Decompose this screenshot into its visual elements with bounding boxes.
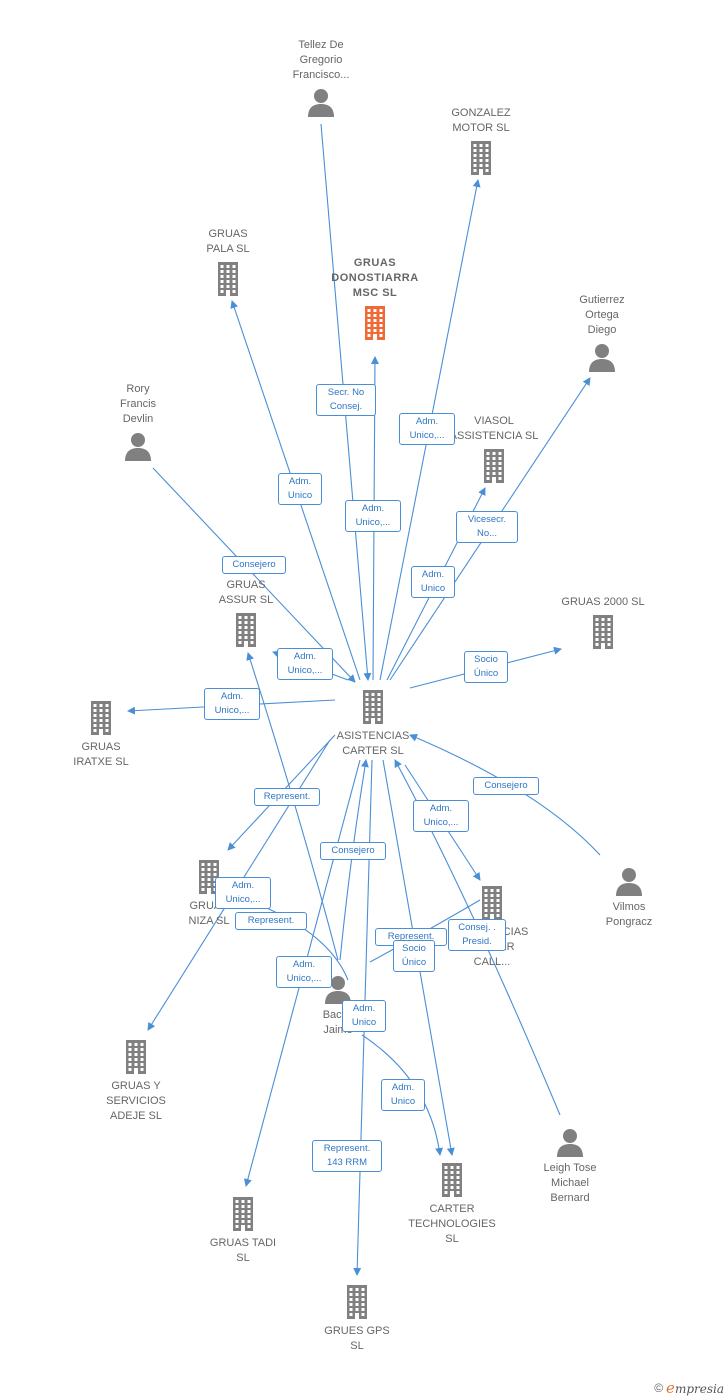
edge-line [152,467,356,683]
building-icon [231,1196,255,1232]
edge-label[interactable]: Adm. Unico [342,1000,386,1032]
building-icon [480,885,504,921]
edge-label[interactable]: Adm. Unico [278,473,322,505]
node-label: GRUAS ASSUR SL [218,579,274,606]
person-icon [123,431,153,461]
edge-line [394,759,561,1116]
node-gruas2000[interactable]: GRUAS 2000 SL [538,595,668,650]
building-icon [216,261,240,297]
edge-label[interactable]: Consej. . Presid. [448,919,506,951]
node-iratxe[interactable]: GRUAS IRATXE SL [36,700,166,770]
edge-label[interactable]: Secr. No Consej. [316,384,376,416]
node-leigh[interactable]: Leigh Tose Michael Bernard [505,1127,635,1206]
node-label: GRUAS 2000 SL [561,596,645,608]
node-label: GRUAS IRATXE SL [73,741,129,768]
node-label: GRUAS DONOSTIARRA MSC SL [331,257,419,299]
edge-label[interactable]: Adm. Unico,... [215,877,271,909]
building-icon [363,305,387,341]
building-icon [234,612,258,648]
building-icon [361,689,385,725]
node-label: Leigh Tose Michael Bernard [543,1162,597,1204]
node-tellez[interactable]: Tellez De Gregorio Francisco... [256,38,386,117]
edge-label[interactable]: Adm. Unico,... [276,956,332,988]
empresia-logo: empresia [666,1379,724,1397]
edge-line [246,652,339,961]
node-label: ASISTENCIAS CARTER SL [336,730,410,757]
person-icon [614,866,644,896]
edge-label[interactable]: Socio Único [464,651,508,683]
node-rory[interactable]: Rory Francis Devlin [73,382,203,461]
node-label: GRUES GPS SL [324,1325,390,1352]
person-icon [587,342,617,372]
edge-label[interactable]: Adm. Unico,... [413,800,469,832]
edge-label[interactable]: Represent. [235,912,307,930]
node-label: CARTER TECHNOLOGIES SL [408,1203,496,1245]
building-icon [591,614,615,650]
person-icon [555,1127,585,1157]
node-label: Tellez De Gregorio Francisco... [292,39,350,81]
edge-label[interactable]: Consejero [222,556,286,574]
edge-label[interactable]: Represent. [254,788,320,806]
node-center[interactable]: ASISTENCIAS CARTER SL [308,689,438,759]
edge-label[interactable]: Adm. Unico,... [399,413,455,445]
node-gonzalez[interactable]: GONZALEZ MOTOR SL [416,106,546,176]
building-icon [89,700,113,736]
edge-label[interactable]: Consejero [320,842,386,860]
building-icon [124,1039,148,1075]
copyright-symbol: © [654,1381,664,1395]
node-carter-tech[interactable]: CARTER TECHNOLOGIES SL [387,1162,517,1247]
node-gruas-pala[interactable]: GRUAS PALA SL [163,227,293,297]
node-grues-gps[interactable]: GRUES GPS SL [292,1284,422,1354]
edge-line [259,904,349,981]
node-label: GRUAS Y SERVICIOS ADEJE SL [106,1080,166,1122]
node-label: GONZALEZ MOTOR SL [451,107,511,134]
edge-label[interactable]: Adm. Unico,... [277,648,333,680]
edge-line [339,759,369,961]
node-gutierrez[interactable]: Gutierrez Ortega Diego [537,293,667,372]
edge-line [409,734,601,856]
node-label: GRUAS TADI SL [209,1237,277,1264]
node-adeje[interactable]: GRUAS Y SERVICIOS ADEJE SL [71,1039,201,1124]
edge-label[interactable]: Vicesecr. No... [456,511,518,543]
edge-label[interactable]: Represent. 143 RRM [312,1140,382,1172]
edge-label[interactable]: Adm. Unico [381,1079,425,1111]
building-icon [345,1284,369,1320]
edge-label[interactable]: Consejero [473,777,539,795]
node-viasol[interactable]: VIASOL ASSISTENCIA SL [429,414,559,484]
footer-brand: © empresia [654,1379,724,1397]
node-niza[interactable]: GRUAS NIZA SL [144,859,274,929]
person-icon [306,87,336,117]
edge-label[interactable]: Adm. Unico,... [204,688,260,720]
node-label: Gutierrez Ortega Diego [579,294,625,336]
node-vilmos[interactable]: Vilmos Pongracz [564,866,694,930]
building-icon [469,140,493,176]
building-icon [482,448,506,484]
node-label: GRUAS PALA SL [206,228,250,255]
node-label: VIASOL ASSISTENCIA SL [449,415,539,442]
edge-label[interactable]: Adm. Unico,... [345,500,401,532]
building-icon [440,1162,464,1198]
node-assur[interactable]: GRUAS ASSUR SL [181,578,311,648]
node-label: Vilmos Pongracz [605,901,653,928]
edge-label[interactable]: Socio Único [393,940,435,972]
node-donostiarra[interactable]: GRUAS DONOSTIARRA MSC SL [310,256,440,341]
edge-label[interactable]: Adm. Unico [411,566,455,598]
node-tadi[interactable]: GRUAS TADI SL [178,1196,308,1266]
node-label: GRUAS NIZA SL [188,900,230,927]
node-label: Rory Francis Devlin [119,383,157,425]
